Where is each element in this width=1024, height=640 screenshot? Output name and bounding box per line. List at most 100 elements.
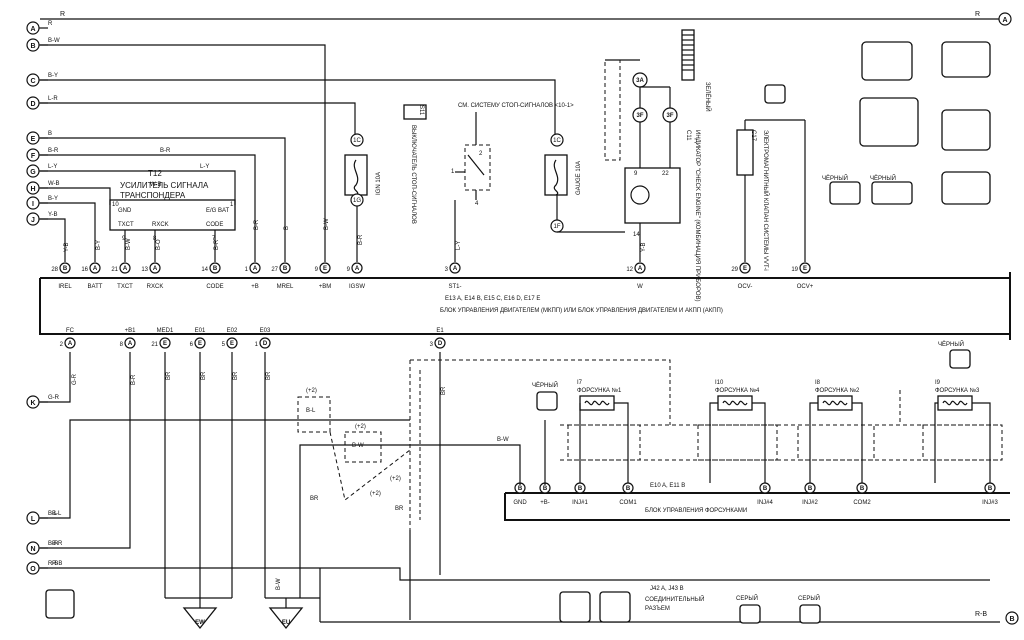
svg-text:B: B (213, 266, 218, 272)
svg-text:B-L: B-L (306, 408, 316, 414)
svg-text:INJ#4: INJ#4 (757, 500, 773, 506)
svg-text:A: A (638, 266, 643, 272)
inj-block-title: БЛОК УПРАВЛЕНИЯ ФОРСУНКАМИ (645, 508, 747, 514)
svg-text:E1: E1 (436, 328, 444, 334)
svg-text:GND: GND (118, 208, 132, 214)
svg-text:BR: BR (166, 371, 172, 380)
svg-text:14: 14 (633, 232, 640, 238)
svg-text:B: B (30, 43, 35, 50)
svg-text:B-R: B-R (48, 541, 59, 547)
inj-block-pin-gnd: B GND (513, 482, 527, 506)
svg-text:INJ#1: INJ#1 (572, 500, 588, 506)
svg-text:A: A (253, 266, 258, 272)
svg-text:GND: GND (513, 500, 527, 506)
svg-text:E03: E03 (260, 328, 271, 334)
svg-text:IGN 10A: IGN 10A (376, 172, 382, 195)
svg-text:A: A (153, 266, 158, 272)
svg-text:Y-B: Y-B (641, 243, 647, 252)
svg-text:BR: BR (395, 506, 404, 512)
svg-text:IREL: IREL (58, 284, 72, 290)
svg-text:E: E (323, 266, 327, 272)
wire-label-l: LB-L (26, 511, 58, 525)
svg-text:OCV-: OCV- (738, 284, 753, 290)
svg-text:BR: BR (310, 496, 319, 502)
svg-text:B-O: B-O (156, 239, 162, 250)
svg-text:INJ#3: INJ#3 (982, 500, 998, 506)
svg-text:B-W: B-W (324, 218, 330, 230)
connector-icons-top: ЧЁРНЫЙ ЧЁРНЫЙ (764, 41, 991, 205)
svg-text:ЧЁРНЫЙ: ЧЁРНЫЙ (532, 381, 558, 389)
svg-text:G: G (30, 169, 36, 176)
svg-text:C17: C17 (750, 130, 756, 142)
svg-text:RXCK: RXCK (147, 284, 164, 290)
svg-text:7: 7 (212, 236, 216, 242)
svg-text:R-B: R-B (48, 561, 58, 567)
svg-text:B: B (578, 486, 583, 492)
inj-block-pin-inj1: B INJ#1 (572, 482, 588, 506)
svg-text:СОЕДИНИТЕЛЬНЫЙ: СОЕДИНИТЕЛЬНЫЙ (645, 595, 704, 603)
svg-text:L-Y: L-Y (48, 164, 57, 170)
svg-text:3: 3 (430, 342, 434, 348)
svg-text:B-L: B-L (48, 511, 58, 517)
svg-text:G-R: G-R (48, 395, 60, 401)
svg-text:FC: FC (66, 328, 75, 334)
svg-text:L-Y: L-Y (456, 241, 462, 250)
svg-text:16: 16 (81, 267, 88, 273)
svg-text:29: 29 (731, 267, 738, 273)
ground-eu: EU (265, 597, 320, 630)
svg-text:8: 8 (120, 342, 124, 348)
svg-text:+B-: +B- (540, 500, 550, 506)
svg-text:B: B (626, 486, 631, 492)
svg-text:21: 21 (111, 267, 118, 273)
svg-text:6: 6 (190, 342, 194, 348)
left-wire-labels: ARBB-WCB-YDL-REBFB-RGL-YHW-BIB-YJY-BKG-R… (26, 21, 60, 575)
svg-text:RXCK: RXCK (152, 222, 169, 228)
svg-text:ST1-: ST1- (448, 284, 461, 290)
svg-text:ЭЛЕКТРОМАГНИТНЫЙ КЛАПАН СИСТЕМ: ЭЛЕКТРОМАГНИТНЫЙ КЛАПАН СИСТЕМЫ VVT-i (762, 130, 770, 271)
svg-text:L-R: L-R (48, 96, 58, 102)
svg-text:A: A (123, 266, 128, 272)
svg-text:9: 9 (122, 236, 126, 242)
svg-text:B-W: B-W (352, 443, 364, 449)
svg-text:R-B: R-B (975, 611, 987, 618)
svg-text:E: E (31, 136, 36, 143)
svg-text:D: D (438, 341, 443, 347)
ecu-pin-e1: D3 E1 (430, 328, 446, 349)
svg-text:E: E (803, 266, 807, 272)
svg-text:H: H (30, 186, 35, 193)
svg-text:1F: 1F (553, 224, 560, 230)
svg-text:1G: 1G (353, 198, 361, 204)
svg-text:B: B (63, 266, 68, 272)
svg-text:E/G BAT: E/G BAT (206, 208, 230, 214)
svg-text:B-R: B-R (214, 239, 220, 250)
svg-text:1C: 1C (353, 138, 361, 144)
svg-text:OCV+: OCV+ (797, 284, 814, 290)
svg-text:O: O (30, 566, 36, 573)
svg-text:19: 19 (791, 267, 798, 273)
svg-text:B: B (763, 486, 768, 492)
svg-text:B: B (283, 266, 288, 272)
svg-text:ЧЁРНЫЙ: ЧЁРНЫЙ (870, 174, 896, 182)
ecu-connectors: E13 A, E14 B, E15 C, E16 D, E17 E (445, 296, 540, 302)
gauge-fuse: 1C 1F GAUGE 10A (544, 133, 625, 233)
svg-text:S11: S11 (418, 105, 424, 116)
svg-text:9: 9 (315, 267, 319, 273)
svg-text:Y-B: Y-B (64, 243, 70, 252)
svg-text:B: B (518, 486, 523, 492)
svg-text:A: A (1002, 17, 1007, 24)
svg-text:1: 1 (245, 267, 249, 273)
svg-text:E: E (163, 341, 167, 347)
svg-text:EU: EU (282, 620, 290, 626)
ecu-title: БЛОК УПРАВЛЕНИЯ ДВИГАТЕЛЕМ (МКПП) ИЛИ БЛ… (440, 308, 723, 314)
svg-text:1: 1 (451, 169, 455, 175)
svg-text:9: 9 (634, 171, 638, 177)
inj-block-pin-inj4: B INJ#4 (757, 482, 773, 506)
